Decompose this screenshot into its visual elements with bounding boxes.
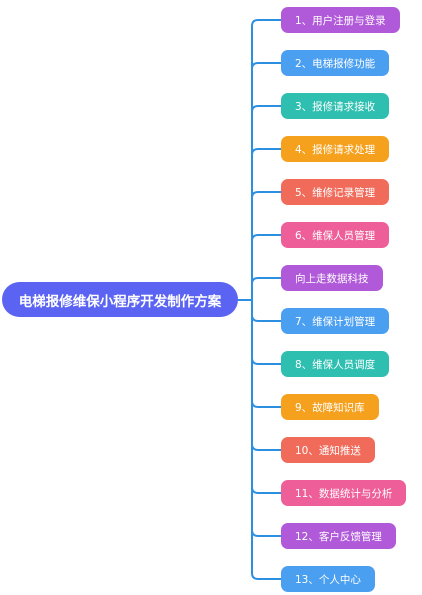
branch-node-label: 向上走数据科技 xyxy=(295,272,369,285)
branch-connector xyxy=(251,299,282,494)
branch-node: 10、通知推送 xyxy=(281,437,375,463)
branch-node: 13、个人中心 xyxy=(281,566,375,592)
branch-node-label: 11、数据统计与分析 xyxy=(295,487,393,500)
branch-node-label: 13、个人中心 xyxy=(295,573,361,586)
branch-node-label: 7、维保计划管理 xyxy=(295,315,376,328)
branch-node-label: 10、通知推送 xyxy=(295,444,361,457)
branch-connector xyxy=(251,299,282,537)
branch-connector xyxy=(251,105,282,301)
branch-node: 3、报修请求接收 xyxy=(281,93,390,119)
branch-node-label: 2、电梯报修功能 xyxy=(295,57,376,70)
branch-connector xyxy=(251,299,282,408)
branch-node: 12、客户反馈管理 xyxy=(281,523,396,549)
branch-node-label: 3、报修请求接收 xyxy=(295,100,376,113)
branch-node: 4、报修请求处理 xyxy=(281,136,390,162)
branch-node: 8、维保人员调度 xyxy=(281,351,390,377)
branch-connector xyxy=(251,299,282,365)
branch-node-label: 12、客户反馈管理 xyxy=(295,530,382,543)
branch-node: 6、维保人员管理 xyxy=(281,222,390,248)
branch-connector xyxy=(251,299,282,322)
branch-node: 9、故障知识库 xyxy=(281,394,379,420)
branch-node: 2、电梯报修功能 xyxy=(281,50,390,76)
branch-connector xyxy=(251,19,282,301)
root-node-label: 电梯报修维保小程序开发制作方案 xyxy=(18,293,222,310)
branch-node-label: 9、故障知识库 xyxy=(295,401,365,414)
branch-connector xyxy=(251,299,282,451)
branch-connector xyxy=(251,234,282,301)
branch-node: 向上走数据科技 xyxy=(281,265,383,291)
branch-connector xyxy=(251,148,282,301)
branch-connector xyxy=(251,62,282,301)
branch-node: 11、数据统计与分析 xyxy=(281,480,407,506)
branch-node-label: 6、维保人员管理 xyxy=(295,229,376,242)
branch-node: 1、用户注册与登录 xyxy=(281,7,400,33)
branch-connector xyxy=(251,191,282,301)
branch-node-label: 5、维修记录管理 xyxy=(295,186,376,199)
branch-node-label: 1、用户注册与登录 xyxy=(295,14,386,27)
branch-connector xyxy=(251,277,282,301)
branch-node: 7、维保计划管理 xyxy=(281,308,390,334)
branch-node-label: 8、维保人员调度 xyxy=(295,358,376,371)
branch-node-label: 4、报修请求处理 xyxy=(295,143,376,156)
branch-connector xyxy=(251,299,282,580)
root-node: 电梯报修维保小程序开发制作方案 xyxy=(2,282,238,317)
branch-node: 5、维修记录管理 xyxy=(281,179,390,205)
